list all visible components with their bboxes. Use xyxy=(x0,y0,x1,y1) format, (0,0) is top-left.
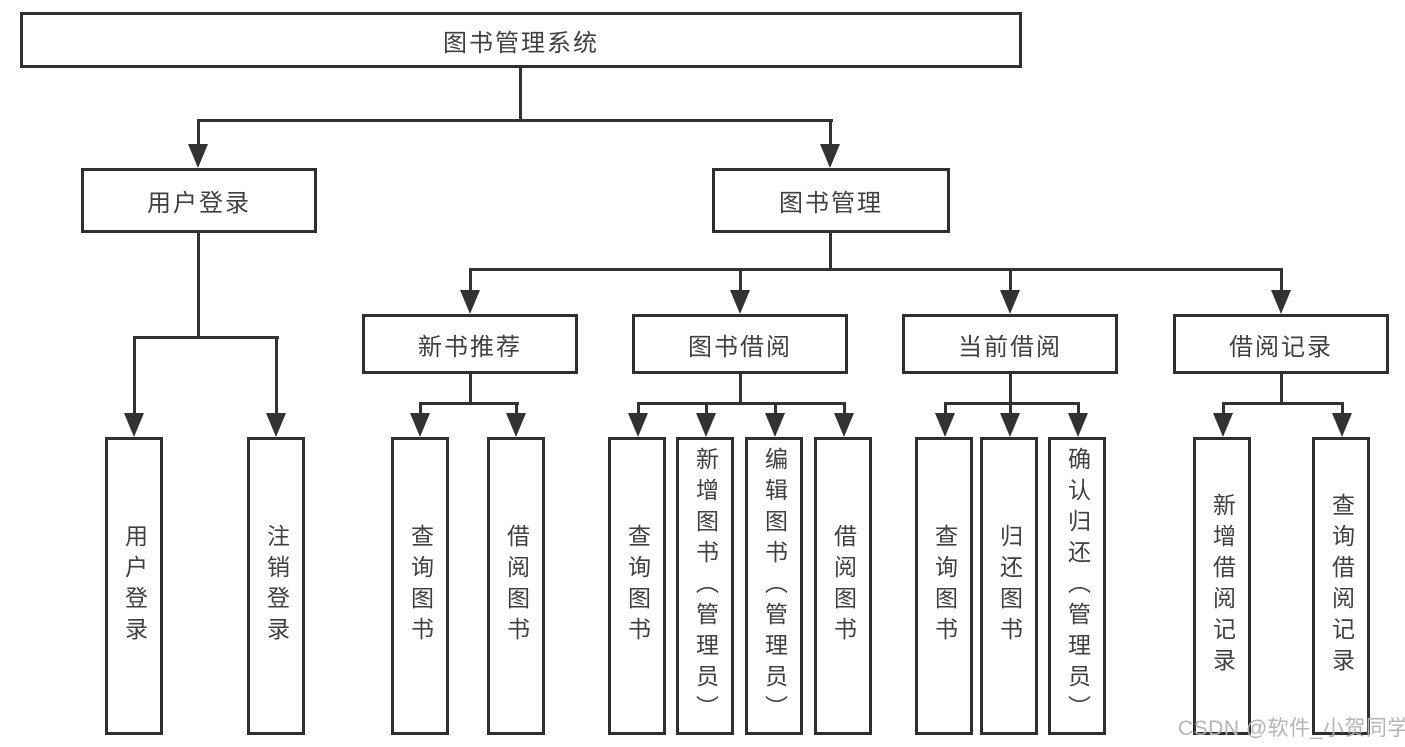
edge-drop-book-borrow xyxy=(739,268,742,292)
edge-borrow-records-drop-1 xyxy=(1222,402,1225,415)
leaf-user-login: 用户登录 xyxy=(105,437,163,735)
leaf-query-books-borrow: 查询图书 xyxy=(608,437,666,735)
edge-current-borrow-hbar xyxy=(944,402,1080,405)
arrow-down-icon xyxy=(124,413,144,437)
arrow-down-icon xyxy=(1000,413,1020,437)
edge-user-login-hbar xyxy=(133,336,279,339)
leaf-return-books: 归还图书 xyxy=(980,437,1038,735)
edge-borrow-records-drop-2 xyxy=(1341,402,1344,415)
edge-new-book-stem xyxy=(469,374,472,405)
edge-current-borrow-drop-2 xyxy=(1009,402,1012,415)
edge-book-management-stem xyxy=(829,233,832,270)
leaf-logout: 注销登录 xyxy=(247,437,305,735)
leaf-borrow-books-recommend: 借阅图书 xyxy=(487,437,545,735)
arrow-down-icon xyxy=(506,413,526,437)
leaf-label: 借阅图书 xyxy=(830,524,857,648)
arrow-down-icon xyxy=(1068,413,1088,437)
leaf-label: 新增借阅记录 xyxy=(1209,493,1236,679)
edge-book-borrow-drop-1 xyxy=(637,402,640,415)
leaf-add-borrow-record: 新增借阅记录 xyxy=(1193,437,1251,735)
node-user-login: 用户登录 xyxy=(81,168,317,233)
edge-book-borrow-drop-2 xyxy=(705,402,708,415)
leaf-label: 查询图书 xyxy=(931,524,958,648)
arrow-down-icon xyxy=(1271,290,1291,314)
edge-root-drop-book-management xyxy=(829,119,832,146)
node-label: 图书管理系统 xyxy=(443,29,599,57)
edge-user-login-stem xyxy=(197,233,200,336)
edge-new-book-drop-1 xyxy=(419,402,422,415)
edge-current-borrow-drop-3 xyxy=(1077,402,1080,415)
leaf-label: 注销登录 xyxy=(263,524,290,648)
node-label: 借阅记录 xyxy=(1229,333,1333,361)
arrow-down-icon xyxy=(765,413,785,437)
node-label: 新书推荐 xyxy=(418,333,522,361)
edge-book-borrow-stem xyxy=(739,374,742,405)
leaf-label: 借阅图书 xyxy=(503,524,530,648)
leaf-label: 编辑图书（管理员） xyxy=(761,446,788,726)
leaf-label: 归还图书 xyxy=(996,524,1023,648)
edge-root-stem xyxy=(519,68,522,119)
node-book-borrowing: 图书借阅 xyxy=(632,314,848,374)
arrow-down-icon xyxy=(266,413,286,437)
node-new-book-recommendation: 新书推荐 xyxy=(362,314,578,374)
arrow-down-icon xyxy=(730,290,750,314)
arrow-down-icon xyxy=(834,413,854,437)
leaf-label: 查询图书 xyxy=(407,524,434,648)
leaf-label: 查询借阅记录 xyxy=(1328,493,1355,679)
edge-new-book-drop-2 xyxy=(515,402,518,415)
node-borrowing-records: 借阅记录 xyxy=(1173,314,1389,374)
arrow-down-icon xyxy=(1213,413,1233,437)
arrow-down-icon xyxy=(696,413,716,437)
edge-drop-current-borrow xyxy=(1009,268,1012,292)
edge-book-borrow-drop-4 xyxy=(843,402,846,415)
edge-book-management-hbar xyxy=(469,268,1282,271)
leaf-query-borrow-record: 查询借阅记录 xyxy=(1312,437,1370,735)
leaf-label: 用户登录 xyxy=(121,524,148,648)
node-label: 图书管理 xyxy=(779,190,883,217)
leaf-label: 新增图书（管理员） xyxy=(692,446,719,726)
node-current-borrowing: 当前借阅 xyxy=(902,314,1118,374)
leaf-label: 查询图书 xyxy=(624,524,651,648)
node-book-management: 图书管理 xyxy=(712,168,950,233)
edge-user-login-drop-1 xyxy=(133,336,136,415)
node-label: 当前借阅 xyxy=(958,333,1062,361)
leaf-edit-books-admin: 编辑图书（管理员） xyxy=(745,437,803,735)
leaf-add-books-admin: 新增图书（管理员） xyxy=(676,437,734,735)
edge-user-login-drop-2 xyxy=(275,336,278,415)
edge-borrow-records-stem xyxy=(1280,374,1283,405)
edge-current-borrow-stem xyxy=(1009,374,1012,405)
edge-borrow-records-hbar xyxy=(1222,402,1344,405)
arrow-down-icon xyxy=(410,413,430,437)
arrow-down-icon xyxy=(1000,290,1020,314)
leaf-query-books-recommend: 查询图书 xyxy=(391,437,449,735)
arrow-down-icon xyxy=(460,290,480,314)
edge-book-borrow-drop-3 xyxy=(774,402,777,415)
edge-new-book-hbar xyxy=(419,402,519,405)
arrow-down-icon xyxy=(628,413,648,437)
node-library-management-system: 图书管理系统 xyxy=(20,12,1022,68)
arrow-down-icon xyxy=(188,144,208,168)
leaf-confirm-return-admin: 确认归还（管理员） xyxy=(1048,437,1106,735)
edge-current-borrow-drop-1 xyxy=(944,402,947,415)
edge-drop-new-book xyxy=(469,268,472,292)
node-label: 用户登录 xyxy=(147,190,251,217)
leaf-query-books-current: 查询图书 xyxy=(915,437,973,735)
edge-book-borrow-hbar xyxy=(637,402,845,405)
arrow-down-icon xyxy=(935,413,955,437)
arrow-down-icon xyxy=(820,144,840,168)
watermark: CSDN @软件_小贺同学 xyxy=(1178,717,1405,740)
leaf-label: 确认归还（管理员） xyxy=(1064,446,1091,726)
node-label: 图书借阅 xyxy=(688,333,792,361)
edge-root-hbar xyxy=(197,119,833,122)
edge-drop-borrow-records xyxy=(1280,268,1283,292)
edge-root-drop-user-login xyxy=(197,119,200,146)
leaf-borrow-books: 借阅图书 xyxy=(814,437,872,735)
arrow-down-icon xyxy=(1332,413,1352,437)
